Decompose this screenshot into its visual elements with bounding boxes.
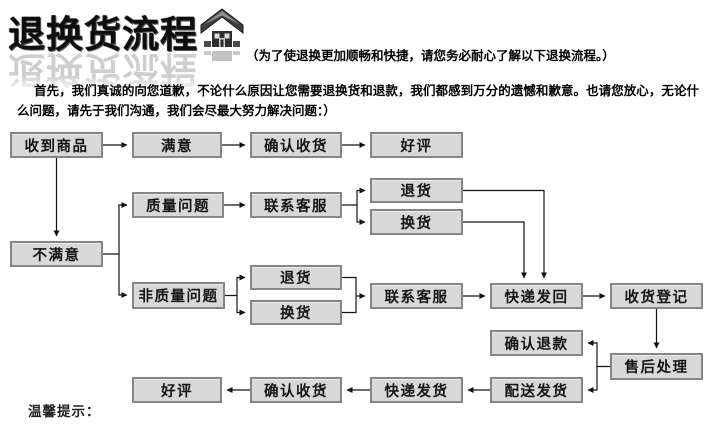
arrow-exchange-top-to-express-return — [463, 221, 527, 279]
flow-node-exchange-bottom: 换货 — [250, 300, 342, 325]
line-return-exchange-merge — [342, 276, 357, 314]
arrow-non-quality-to-exchange-bottom — [236, 295, 246, 316]
flow-node-received: 收到商品 — [10, 132, 103, 158]
arrow-after-sales-to-delivery-ship — [587, 366, 598, 393]
flow-node-satisfied: 满意 — [132, 132, 222, 158]
flow-node-return-top: 退货 — [370, 178, 463, 203]
flow-node-non-quality-issue: 非质量问题 — [132, 282, 225, 309]
flow-node-quality-issue: 质量问题 — [132, 192, 224, 218]
page-subtitle: （为了使退换更加顺畅和快捷，请您务必耐心了解以下退换流程。） — [246, 49, 615, 63]
arrow-unsatisfied-to-quality-issue — [103, 202, 128, 255]
flow-node-contact-service-1: 联系客服 — [250, 192, 342, 218]
flow-node-confirm-receipt-bottom: 确认收货 — [250, 377, 342, 403]
flow-node-after-sales: 售后处理 — [610, 353, 703, 380]
arrow-non-quality-to-return-bottom — [225, 274, 246, 297]
arrow-contact-service-to-exchange-top — [356, 205, 366, 225]
flow-node-good-review-bottom: 好评 — [132, 377, 222, 403]
arrow-contact-service-to-return-top — [342, 187, 366, 206]
flow-node-confirm-refund: 确认退款 — [490, 330, 583, 356]
page-title: 退换货流程 — [8, 14, 198, 55]
flow-node-receipt-register: 收货登记 — [610, 283, 703, 309]
flow-node-express-return: 快递发回 — [490, 283, 583, 309]
flow-node-contact-service-2: 联系客服 — [370, 283, 463, 309]
flow-node-delivery-ship: 配送发货 — [490, 377, 583, 403]
flow-node-unsatisfied: 不满意 — [10, 241, 103, 267]
flow-node-confirm-receipt-top: 确认收货 — [250, 132, 342, 158]
flow-node-good-review-top: 好评 — [370, 132, 463, 158]
warm-tip-label: 温馨提示： — [28, 404, 101, 419]
flow-node-express-ship: 快递发货 — [370, 377, 463, 403]
arrow-after-sales-to-confirm-refund — [587, 340, 610, 368]
flow-node-exchange-top: 换货 — [370, 209, 463, 235]
flow-node-return-bottom: 退货 — [250, 265, 342, 290]
arrow-unsatisfied-to-non-quality-issue — [118, 254, 128, 298]
home-up-arrow-icon — [200, 8, 244, 61]
arrow-return-top-to-express-return — [463, 189, 547, 279]
intro-paragraph: 首先，我们真诚的向您道歉，不论什么原因让您需要退换货和退款，我们都感到万分的遗憾… — [17, 84, 699, 118]
